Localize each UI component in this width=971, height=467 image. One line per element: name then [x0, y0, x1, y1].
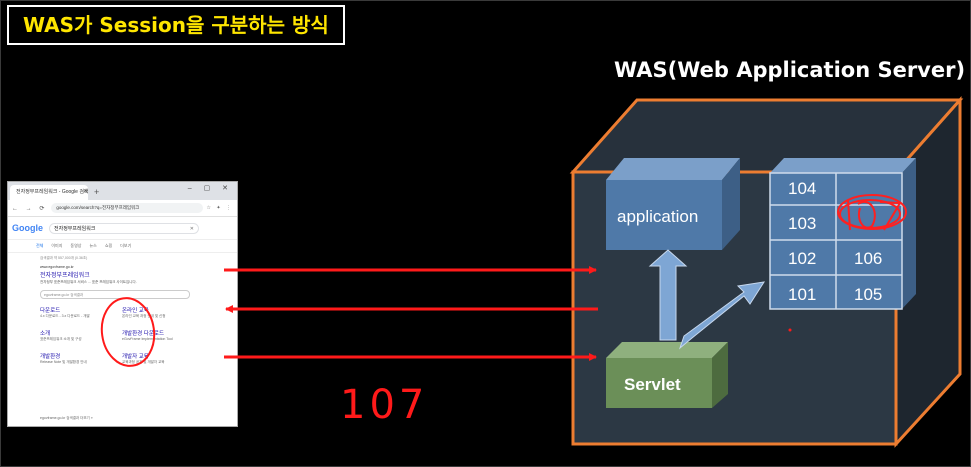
sitelink-title[interactable]: 개발환경 다운로드 [122, 331, 165, 337]
result-site[interactable]: www.egovframe.go.kr [40, 265, 74, 269]
was-label: WAS(Web Application Server) [614, 58, 966, 82]
search-tab[interactable]: 이미지 [51, 243, 63, 248]
sitelink-desc: Release Note 및 개발환경 안내 [40, 360, 87, 364]
google-header: Google 전자정부프레임워크 ✕ [8, 217, 237, 240]
sitelink-title[interactable]: 온라인 교육 [122, 308, 149, 314]
google-logo[interactable]: Google [12, 223, 43, 233]
servlet-box[interactable]: Servlet [606, 342, 728, 408]
result-stats: 검색결과 약 557,000개 (0.36초) [40, 256, 88, 260]
sitelink-title[interactable]: 소개 [40, 331, 51, 337]
handwritten-107: 107 [340, 382, 428, 428]
application-box-top [606, 158, 740, 180]
red-circle-annotation [100, 297, 156, 367]
search-tabs: 전체 이미지 동영상 뉴스 쇼핑 더보기 [8, 240, 237, 253]
sitelink-desc: eGovFrame Implementation Tool [122, 337, 173, 341]
session-cell: 106 [854, 249, 882, 268]
servlet-box-top [606, 342, 728, 358]
session-grid: 104 103 102 106 101 105 [769, 158, 916, 310]
arrow-to-session-grid [678, 281, 766, 350]
session-cell: 101 [788, 285, 816, 304]
servlet-box-front [606, 358, 712, 408]
browser-window: 전자정부프레임워크 - Google 검색 ✕ + – ▢ ✕ ← → ⟳ go… [7, 181, 238, 427]
search-tab[interactable]: 쇼핑 [104, 243, 113, 248]
application-box-side [722, 158, 740, 250]
session-cell: 104 [788, 179, 816, 198]
search-query: 전자정부프레임워크 [54, 225, 96, 232]
extensions-icon[interactable]: ☆ ✦ ⋮ [206, 205, 233, 211]
red-dot [788, 328, 792, 332]
sitelink-title[interactable]: 다운로드 [40, 308, 61, 314]
sitelink-desc: 표준프레임워크 소개 및 구성 [40, 337, 82, 341]
site-search-input[interactable]: egovframe.go.kr 검색결과 [40, 290, 190, 299]
search-tab[interactable]: 더보기 [120, 243, 132, 248]
sitelink-title[interactable]: 개발환경 [40, 354, 61, 360]
arrow-up-to-application [648, 249, 688, 341]
result-title[interactable]: 전자정부프레임워크 [40, 273, 90, 279]
search-results: 검색결과 약 557,000개 (0.36초) www.egovframe.go… [8, 253, 237, 365]
application-label: application [617, 207, 698, 226]
sitelink-desc: 4.x 다운로드 - 3.x 다운로드 - 개발 [40, 314, 90, 318]
sitelink-title[interactable]: 개발자 교육 [122, 354, 149, 360]
address-bar: ← → ⟳ google.com/search?q=전자정부프레임워크 ☆ ✦ … [8, 200, 237, 217]
result-snippet: 전자정부 표준프레임워크 서비스 ... 표준 프레임워크 사이트입니다. [40, 280, 137, 284]
sitelink-desc: 온라인 교육 과정 안내 및 신청 [122, 314, 166, 318]
search-tab[interactable]: 전체 [36, 243, 44, 248]
session-cell: 102 [788, 249, 816, 268]
nav-arrows-icon[interactable]: ← → ⟳ [12, 205, 48, 212]
slide-title: WAS가 Session을 구분하는 방식 [7, 5, 345, 45]
session-cell: 105 [854, 285, 882, 304]
more-results-link[interactable]: egovframe.go.kr 검색결과 더보기 » [40, 416, 93, 420]
new-tab-icon[interactable]: + [94, 187, 100, 197]
google-search-input[interactable]: 전자정부프레임워크 ✕ [49, 222, 199, 234]
red-scribble-107 [837, 194, 907, 231]
browser-tab[interactable]: 전자정부프레임워크 - Google 검색 [10, 185, 88, 200]
close-tab-icon[interactable]: ✕ [83, 189, 89, 195]
servlet-label: Servlet [624, 375, 681, 394]
session-cell: 103 [788, 214, 816, 233]
application-box[interactable]: application [606, 158, 740, 250]
blue-arrows [648, 249, 766, 350]
application-box-front [606, 180, 722, 250]
browser-tabbar: 전자정부프레임워크 - Google 검색 ✕ + – ▢ ✕ [8, 182, 237, 200]
search-tab[interactable]: 동영상 [70, 243, 82, 248]
window-controls[interactable]: – ▢ ✕ [187, 185, 233, 192]
url-field[interactable]: google.com/search?q=전자정부프레임워크 [51, 203, 203, 213]
search-tab[interactable]: 뉴스 [89, 243, 97, 248]
servlet-box-side [712, 342, 728, 408]
clear-icon[interactable]: ✕ [189, 225, 194, 232]
